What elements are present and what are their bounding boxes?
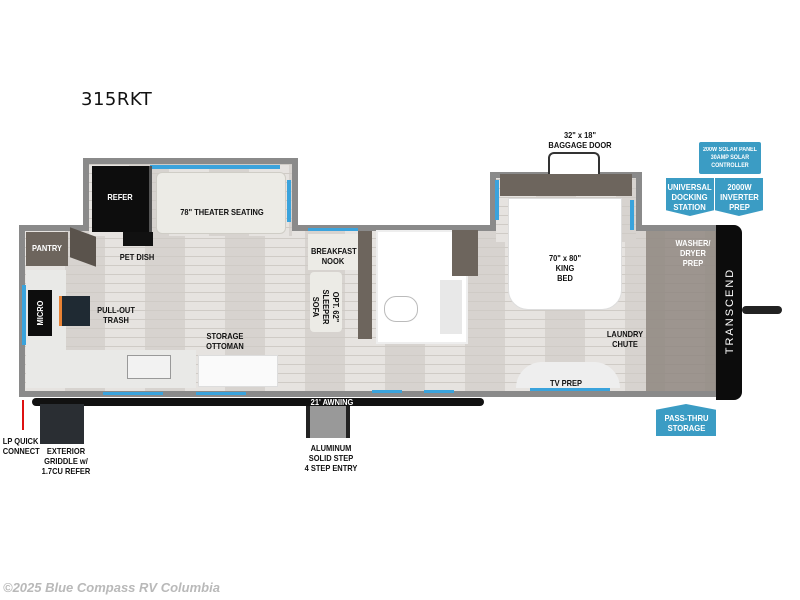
window bbox=[495, 180, 499, 220]
kitchen-sink bbox=[127, 355, 171, 379]
entry-step bbox=[306, 406, 350, 438]
laundry-chute-label: LAUNDRY CHUTE bbox=[606, 329, 644, 349]
ottoman bbox=[198, 355, 278, 387]
tv-stand bbox=[516, 362, 620, 388]
watermark: ©2025 Blue Compass RV Columbia bbox=[3, 580, 220, 595]
breakfast-nook-label: BREAKFAST NOOK bbox=[311, 246, 357, 266]
sleeper-sofa-label: OPT. 62" SLEEPER SOFA bbox=[311, 289, 341, 325]
exterior-griddle bbox=[40, 404, 84, 444]
microwave bbox=[28, 290, 52, 336]
refer-label: REFER bbox=[107, 192, 133, 202]
window bbox=[287, 180, 291, 222]
inverter-badge: 2000W INVERTER PREP bbox=[715, 178, 763, 216]
king-bed-label: 70" x 80" KING BED bbox=[548, 253, 582, 283]
window bbox=[530, 388, 610, 391]
closet bbox=[452, 230, 478, 276]
window bbox=[196, 392, 246, 395]
brand-cap-label: TRANSCEND bbox=[724, 267, 736, 355]
front-cap bbox=[716, 225, 742, 400]
pass-thru-badge: PASS-THRU STORAGE bbox=[656, 404, 716, 436]
refrigerator bbox=[92, 166, 152, 232]
pull-out-trash-label: PULL-OUT TRASH bbox=[97, 305, 135, 325]
theater-seating-label: 78" THEATER SEATING bbox=[180, 207, 264, 217]
washer-dryer-label: WASHER/ DRYER PREP bbox=[675, 238, 711, 268]
window bbox=[22, 285, 26, 345]
hitch bbox=[742, 306, 782, 314]
pet-dish bbox=[123, 232, 153, 246]
solar-badge: 200W SOLAR PANEL 30AMP SOLAR CONTROLLER bbox=[699, 142, 761, 174]
window bbox=[308, 228, 358, 231]
pet-dish-label: PET DISH bbox=[119, 252, 155, 262]
entry-step-label: ALUMINUM SOLID STEP 4 STEP ENTRY bbox=[304, 443, 358, 473]
wardrobe bbox=[500, 174, 632, 196]
sleeper-sofa bbox=[310, 272, 342, 332]
window bbox=[630, 200, 634, 230]
pantry-label: PANTRY bbox=[32, 243, 62, 253]
front-closet bbox=[646, 231, 718, 391]
tv-prep-label: TV PREP bbox=[549, 378, 583, 388]
window bbox=[372, 390, 402, 393]
lp-quick-connect-label: LP QUICK CONNECT bbox=[2, 436, 40, 456]
window bbox=[424, 390, 454, 393]
window bbox=[103, 392, 163, 395]
baggage-door bbox=[548, 152, 600, 174]
theater-seating bbox=[156, 172, 286, 234]
awning-label: 21' AWNING bbox=[310, 397, 354, 407]
baggage-door-label: 32" x 18" BAGGAGE DOOR bbox=[548, 130, 612, 150]
docking-badge: UNIVERSAL DOCKING STATION bbox=[666, 178, 714, 216]
awning-rail bbox=[32, 398, 484, 406]
window bbox=[150, 165, 280, 169]
model-title: 315RKT bbox=[81, 89, 153, 110]
storage-ottoman-label: STORAGE OTTOMAN bbox=[206, 331, 244, 351]
cabinet-column bbox=[358, 231, 372, 339]
micro-label: MICRO bbox=[35, 300, 45, 326]
breakfast-nook bbox=[308, 234, 358, 270]
lp-line bbox=[22, 400, 24, 430]
pantry bbox=[26, 232, 68, 266]
stovetop bbox=[59, 296, 90, 326]
king-bed bbox=[508, 198, 622, 310]
toilet bbox=[384, 296, 418, 322]
bath-sink bbox=[440, 280, 462, 334]
exterior-griddle-label: EXTERIOR GRIDDLE w/ 1.7CU REFER bbox=[41, 446, 91, 476]
